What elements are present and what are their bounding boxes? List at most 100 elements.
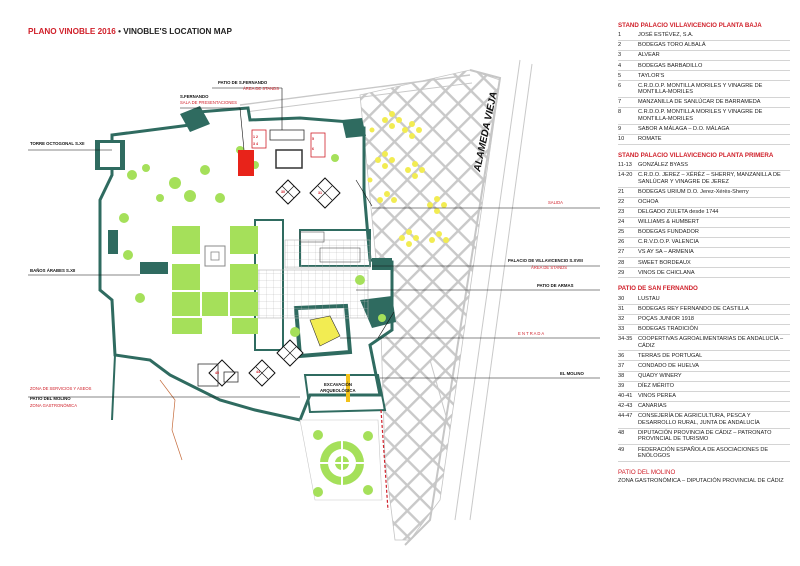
legend-item-name: MANZANILLA DE SANLÚCAR DE BARRAMEDA — [638, 99, 761, 106]
legend-item-name: VINOS DE CHICLANA — [638, 269, 695, 276]
svg-text:5: 5 — [312, 137, 314, 141]
legend-item: 5 TAYLOR'S — [618, 71, 790, 82]
legend-item-number: 29 — [618, 269, 625, 276]
legend-item: 39 DÍEZ MÉRITO — [618, 382, 790, 392]
legend-item: 28 SWEET BORDEAUX — [618, 258, 790, 269]
legend-section-title: STAND PALACIO VILLAVICENCIO PLANTA PRIME… — [618, 151, 774, 159]
legend-item: 6 C.R.D.O.P. MONTILLA MORILES Y VINAGRE D… — [618, 81, 790, 99]
legend-section-title: STAND PALACIO VILLAVICENCIO PLANTA BAJA — [618, 22, 762, 29]
legend-item-number: 28 — [618, 259, 625, 266]
legend-item-number: 34-35 — [618, 336, 633, 343]
legend-item-name: BODEGAS URIUM D.O. Jerez-Xérès-Sherry — [638, 189, 749, 196]
legend-item-name: TERRAS DE PORTUGAL — [638, 352, 703, 359]
legend-item-name: JOSÉ ESTÉVEZ, S.A. — [638, 32, 694, 39]
legend-item-number: 32 — [618, 315, 625, 322]
legend-item: 32 POÇAS JUNIOR 1918 — [618, 315, 790, 325]
legend-item-number: 26 — [618, 239, 625, 246]
label-zona-gastro: ZONA GASTRONÓMICA — [30, 403, 77, 408]
path-line — [159, 379, 183, 461]
label-patio-fernando: PATIO DE S.FERNANDO — [218, 80, 268, 85]
legend-item-name: CANARIAS — [638, 403, 667, 410]
label-torre: TORRE OCTOGONAL S.XII — [30, 141, 84, 146]
garden-fountain — [204, 245, 226, 267]
label-sala: SALA DE PRESENTACIONES — [180, 100, 237, 105]
legend-item-number: 4 — [618, 62, 622, 69]
legend-item-name: LUSTAU — [638, 295, 660, 302]
legend-item-name: BODEGAS BARBADILLO — [638, 62, 703, 69]
legend-molino-title: PATIO DEL MOLINO — [618, 468, 676, 476]
legend-molino-text: ZONA GASTRONÓMICA – DIPUTACIÓN PROVINCIA… — [618, 477, 784, 484]
legend-item-name: COOPERTIVAS AGROALIMENTARIAS DE ANDALUCÍ… — [638, 336, 784, 349]
legend-item: 30 LUSTAU — [618, 294, 790, 305]
legend-item-name: SABOR A MÁLAGA – D.O. MÁLAGA — [638, 126, 730, 133]
legend-section: STAND PALACIO VILLAVICENCIO PLANTA PRIME… — [618, 151, 790, 279]
legend-item-name: TAYLOR'S — [638, 72, 665, 79]
legend-item-number: 23 — [618, 209, 625, 216]
lemon-tree-clusters — [367, 111, 449, 247]
legend-item: 42-43 CANARIAS — [618, 402, 790, 412]
legend-item-name: VS AY SA – ARMENIA — [638, 249, 694, 256]
label-patio-molino: PATIO DEL MOLINO — [30, 396, 71, 401]
label-area-stands-2: ÁREA DE STANDS — [531, 265, 567, 270]
legend-item-name: C.R.D.O.P. MONTILLA MORILES Y VINAGRE DE… — [638, 82, 763, 96]
label-patio-armas: PATIO DE ARMAS — [537, 283, 574, 288]
legend-item-number: 10 — [618, 136, 625, 143]
legend-item-name: OCHOA — [638, 199, 659, 206]
legend-item-number: 6 — [618, 82, 622, 89]
exhibitor-legend: STAND PALACIO VILLAVICENCIO PLANTA BAJA 1… — [618, 22, 790, 492]
legend-item-number: 31 — [618, 305, 625, 312]
legend-item-number: 3 — [618, 52, 622, 59]
legend-item-number: 24 — [618, 219, 625, 226]
label-el-molino: EL MOLINO — [560, 371, 584, 376]
label-area-stands-1: ÁREA DE STANDS — [243, 86, 279, 91]
street-grid — [239, 59, 533, 546]
svg-text:45: 45 — [215, 371, 219, 375]
salida-arrow — [355, 179, 373, 207]
legend-item-number: 39 — [618, 382, 625, 389]
legend-item-name: C.R.D.O.P. MONTILLA MORILES Y VINAGRE DE… — [638, 109, 763, 123]
legend-item-number: 5 — [618, 72, 622, 79]
castle-garden — [172, 226, 258, 334]
legend-item-name: SWEET BORDEAUX — [638, 259, 691, 266]
map-title-separator: • — [115, 27, 124, 36]
legend-item-number: 37 — [618, 362, 625, 369]
legend-item-name: BODEGAS TORO ALBALÁ — [638, 42, 706, 49]
label-arqueologica: ARQUEOLÓGICA — [320, 388, 356, 393]
legend-item: 34-35 COOPERTIVAS AGROALIMENTARIAS DE AND… — [618, 335, 790, 352]
svg-text:6: 6 — [312, 147, 314, 151]
legend-item-name: FEDERACIÓN ESPAÑOLA DE ASOCIACIONES DE E… — [638, 446, 769, 460]
legend-item-number: 30 — [618, 295, 625, 302]
label-entrada: E N T R A D A — [518, 331, 544, 336]
legend-item-number: 42-43 — [618, 403, 633, 410]
legend-item-name: DÍEZ MÉRITO — [638, 382, 674, 389]
svg-text:1 2: 1 2 — [253, 135, 258, 139]
label-banos: BAÑOS ÁRABES S.XII — [30, 268, 75, 273]
stands — [197, 129, 361, 402]
svg-text:31: 31 — [318, 191, 322, 195]
legend-item-name: POÇAS JUNIOR 1918 — [638, 315, 694, 322]
legend-item-number: 8 — [618, 109, 622, 116]
legend-item-number: 40-41 — [618, 393, 633, 400]
callout-lines — [28, 87, 600, 398]
label-salida: SALIDA — [548, 200, 563, 205]
